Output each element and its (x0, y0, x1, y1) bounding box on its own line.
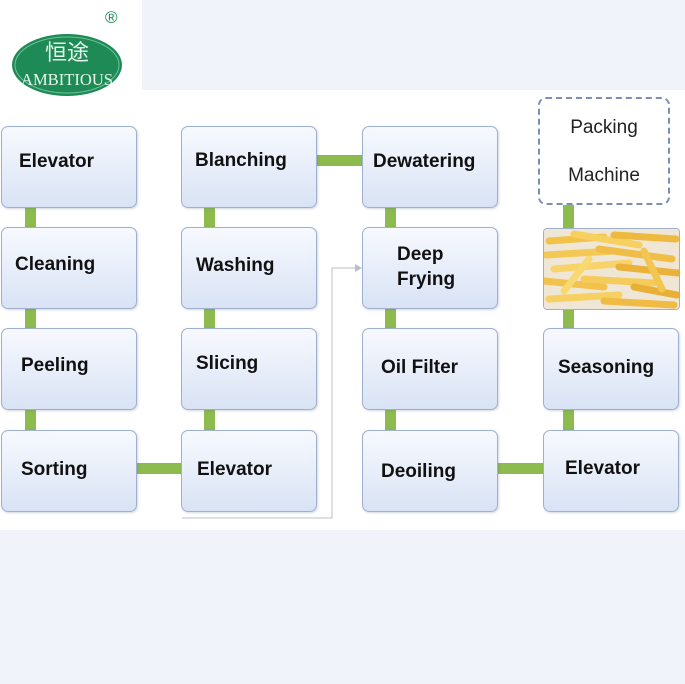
step-label: Washing (196, 255, 275, 276)
french-fries-image (543, 228, 680, 310)
step-slicing: Slicing (181, 328, 317, 410)
step-label: Oil Filter (381, 357, 459, 378)
step-label: Elevator (565, 458, 640, 479)
step-elevator: Elevator (1, 126, 137, 208)
step-dewatering: Dewatering (362, 126, 498, 208)
connector (563, 307, 574, 329)
step-deep-frying: Deep Frying (362, 227, 498, 309)
logo-english-text: AMBITIOUS (21, 70, 113, 89)
connector (563, 205, 574, 229)
connector (316, 155, 363, 166)
step-label: Seasoning (558, 357, 655, 378)
connector (25, 409, 36, 431)
connector (385, 206, 396, 228)
step-label: Frying (397, 269, 456, 290)
connector (385, 409, 396, 431)
logo-chinese-text: 恒途 (45, 41, 89, 66)
connector (385, 307, 396, 329)
step-sorting: Sorting (1, 430, 137, 512)
step-cleaning: Cleaning (1, 227, 137, 309)
step-label: Deep (397, 244, 444, 265)
step-washing: Washing (181, 227, 317, 309)
registered-mark: ® (105, 8, 118, 27)
step-oil-filter: Oil Filter (362, 328, 498, 410)
step-label: Sorting (21, 459, 88, 480)
connector (563, 409, 574, 431)
step-label: Slicing (196, 353, 259, 374)
step-label: Elevator (19, 151, 94, 172)
step-elevator: Elevator (543, 430, 679, 512)
step-label: Cleaning (15, 254, 96, 275)
connector (25, 206, 36, 228)
step-deoiling: Deoiling (362, 430, 498, 512)
connector (204, 409, 215, 431)
step-peeling: Peeling (1, 328, 137, 410)
connector (204, 206, 215, 228)
connector (204, 307, 215, 329)
connector (497, 463, 544, 474)
step-packing-machine: Packing Machine (538, 97, 670, 205)
ambitious-logo: 恒途 AMBITIOUS (12, 34, 122, 96)
step-label: Blanching (195, 150, 287, 171)
step-label: Peeling (21, 355, 89, 376)
connector (136, 463, 182, 474)
step-seasoning: Seasoning (543, 328, 679, 410)
connector (25, 307, 36, 329)
step-label: Deoiling (381, 461, 456, 482)
step-label: Machine (568, 165, 640, 186)
step-label: Elevator (197, 459, 272, 480)
step-blanching: Blanching (181, 126, 317, 208)
step-elevator: Elevator (181, 430, 317, 512)
step-label: Dewatering (373, 151, 476, 172)
step-label: Packing (570, 117, 638, 138)
